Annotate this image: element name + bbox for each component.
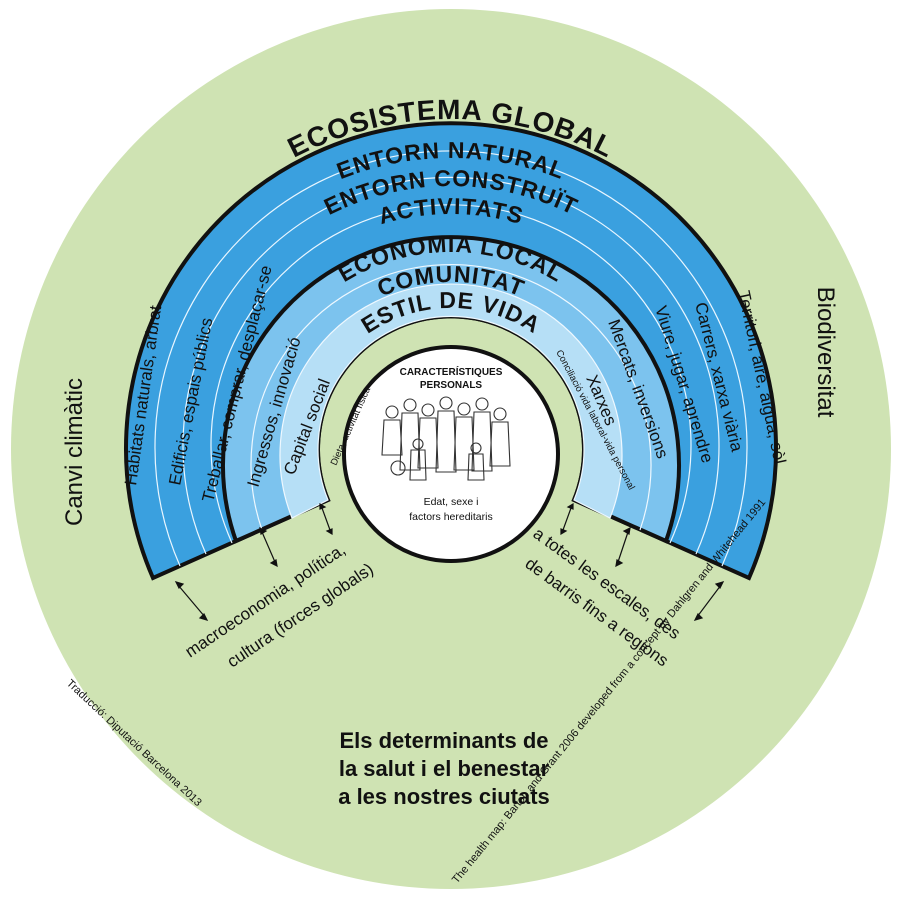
ring-divider <box>250 264 652 531</box>
center-title-line2: PERSONALS <box>420 380 483 391</box>
center-title-line1: CARACTERÍSTIQUES <box>400 365 503 378</box>
lifestyle-sector <box>279 283 623 519</box>
climate-change-label: Canvi climàtic <box>61 378 88 526</box>
center-footer-line1: Edat, sexe i <box>424 496 479 508</box>
heading-line3: a les nostres ciutats <box>338 784 550 809</box>
ring-divider <box>182 176 720 555</box>
center-footer-line2: factors hereditaris <box>409 511 492 523</box>
personal-characteristics-circle <box>342 345 560 563</box>
double-arrows <box>174 502 725 621</box>
heading-line2: la salut i el benestar <box>339 756 550 781</box>
ring-divider <box>210 204 692 544</box>
ring-divider <box>154 150 748 567</box>
biodiversity-label: Biodiversitat <box>812 287 839 418</box>
people-group-icon <box>381 396 511 481</box>
heading-line1: Els determinants de <box>339 728 548 753</box>
